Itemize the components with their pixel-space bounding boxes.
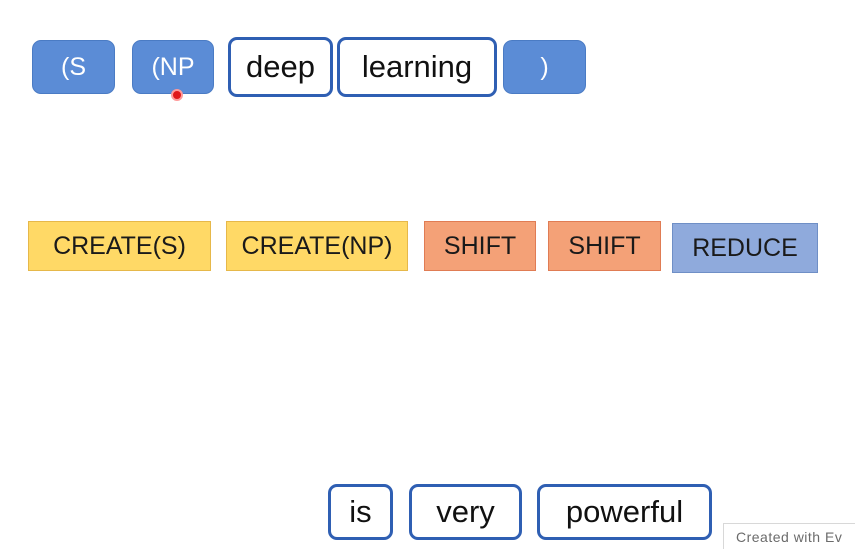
stack-word-deep: deep [228, 37, 333, 97]
action-create-np: CREATE(NP) [226, 221, 408, 271]
pointer-cursor-icon [171, 89, 183, 101]
action-shift-1: SHIFT [424, 221, 536, 271]
action-shift-2: SHIFT [548, 221, 661, 271]
buffer-word-is: is [328, 484, 393, 540]
buffer-word-very: very [409, 484, 522, 540]
stack-nonterminal-np: (NP [132, 40, 214, 94]
stack-word-learning: learning [337, 37, 497, 97]
stack-nonterminal-s: (S [32, 40, 115, 94]
action-create-s: CREATE(S) [28, 221, 211, 271]
action-reduce: REDUCE [672, 223, 818, 273]
watermark: Created with Ev [723, 523, 855, 549]
buffer-word-powerful: powerful [537, 484, 712, 540]
stack-close-paren: ) [503, 40, 586, 94]
